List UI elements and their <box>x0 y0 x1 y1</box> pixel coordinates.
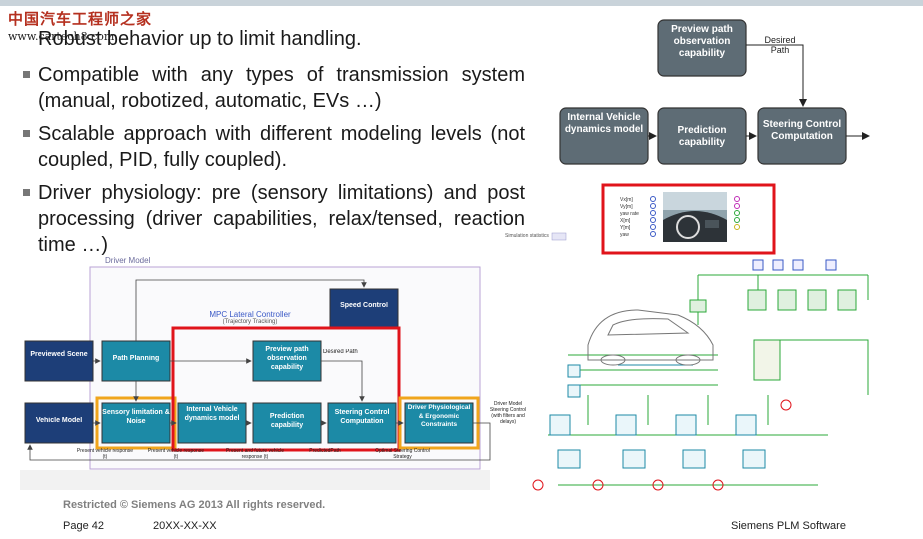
vehicle-model-label: Vehicle Model <box>35 417 83 424</box>
block-dm-preview: Preview path observation capability <box>252 340 322 382</box>
bullet-item: Scalable approach with different modelin… <box>20 121 525 173</box>
mpc-title-text: MPC Lateral Controller <box>209 310 291 319</box>
dm-internal-label: Internal Vehicle dynamics model <box>184 406 240 422</box>
bullet-item: Compatible with any types of transmissio… <box>20 62 525 114</box>
dm-signal-label: Optimal Steering Control Strategy <box>375 448 430 460</box>
top-block-diagram: Preview path observation capability Inte… <box>559 19 870 165</box>
dm-preview-label: Preview path observation capability <box>265 346 309 371</box>
block-previewed-scene: Previewed Scene <box>24 340 94 382</box>
bullet-list: Robust behavior up to limit handling. Co… <box>20 26 525 265</box>
schematic-components <box>532 259 857 491</box>
previewed-scene-label: Previewed Scene <box>30 351 88 358</box>
simulation-image: Simulation statistics Vx[m] Vy[m] yaw ra… <box>505 183 776 255</box>
dm-prediction-label: Prediction capability <box>269 413 305 429</box>
footer-company: Siemens PLM Software <box>731 520 846 532</box>
dm-output-label: Driver Model Steering Control (with filt… <box>489 401 527 425</box>
dm-signal-labels: Present vehicle response (t) Present veh… <box>76 448 430 460</box>
footer-date: 20XX-XX-XX <box>153 520 217 532</box>
signal-list: Vx[m] Vy[m] yaw rate X[m] Y[m] yaw <box>620 197 639 238</box>
footer-restricted: Restricted © Siemens AG 2013 All rights … <box>63 499 326 511</box>
bullet-item: Robust behavior up to limit handling. <box>38 28 362 50</box>
block-prediction-label: Prediction capability <box>677 125 727 148</box>
driver-model-diagram: Driver Model Previewed Scene Vehicle Mod… <box>20 256 527 490</box>
physio-label: Driver Physiological & Ergonomic Constra… <box>407 404 471 428</box>
mpc-subtitle: (Trajectory Tracking) <box>222 319 278 325</box>
cockpit-image <box>663 192 727 242</box>
signal-ports <box>650 196 740 237</box>
dm-signal-label: Present vehicle response (t) <box>76 448 134 460</box>
signal-label: X[m] <box>620 218 631 224</box>
block-steering-label: Steering Control Computation <box>762 119 842 142</box>
block-prediction: Prediction capability <box>657 107 747 165</box>
watermark-cn: 中国汽车工程师之家 <box>8 10 153 28</box>
watermark-url: www.cartech8.com <box>8 30 115 43</box>
block-vehicle-model: Vehicle Model <box>24 402 94 444</box>
signal-label: Vx[m] <box>620 197 633 203</box>
dm-steering-label: Steering Control Computation <box>334 409 390 425</box>
block-path-planning: Path Planning <box>101 340 171 382</box>
car-outline <box>587 309 714 366</box>
block-preview-label: Preview path observation capability <box>671 24 733 59</box>
path-planning-label: Path Planning <box>112 355 160 362</box>
watermark: 中国汽车工程师之家 www.cartech8.com <box>8 8 152 43</box>
block-sensory: Sensory limitation & Noise <box>101 402 171 444</box>
speed-control-label: Speed Control <box>340 302 388 309</box>
top-bar <box>0 0 923 6</box>
mpc-title: MPC Lateral Controller (Trajectory Track… <box>190 310 310 325</box>
schematic-drawing <box>532 259 869 491</box>
sensory-label: Sensory limitation & Noise <box>102 409 170 425</box>
block-internal-label: Internal Vehicle dynamics model <box>564 112 644 135</box>
bullet-item: Driver physiology: pre (sensory limitati… <box>20 180 525 258</box>
signal-label: yaw rate <box>620 211 639 217</box>
driver-model-title: Driver Model <box>105 256 151 265</box>
footer-page-number: Page 42 <box>63 520 104 532</box>
block-dm-steering: Steering Control Computation <box>327 402 397 444</box>
block-speed-control: Speed Control <box>329 288 399 328</box>
dm-signal-label: Present and future vehicle response (t) <box>225 448 285 460</box>
block-internal: Internal Vehicle dynamics model <box>559 107 649 165</box>
desired-path-label: Desired Path <box>764 35 796 55</box>
block-steering: Steering Control Computation <box>757 107 847 165</box>
signal-label: yaw <box>620 232 629 238</box>
dm-desired-label: Desired Path <box>323 349 358 355</box>
dm-signal-label: Present vehicle response (t) <box>147 448 205 460</box>
signal-label: Vy[m] <box>620 204 633 210</box>
block-dm-prediction: Prediction capability <box>252 402 322 444</box>
block-physio: Driver Physiological & Ergonomic Constra… <box>404 402 474 444</box>
block-preview: Preview path observation capability <box>657 19 747 77</box>
sim-title: Simulation statistics <box>505 233 549 239</box>
dm-signal-label: PredictedPath <box>309 448 341 454</box>
block-dm-internal: Internal Vehicle dynamics model <box>177 402 247 444</box>
signal-label: Y[m] <box>620 225 631 231</box>
